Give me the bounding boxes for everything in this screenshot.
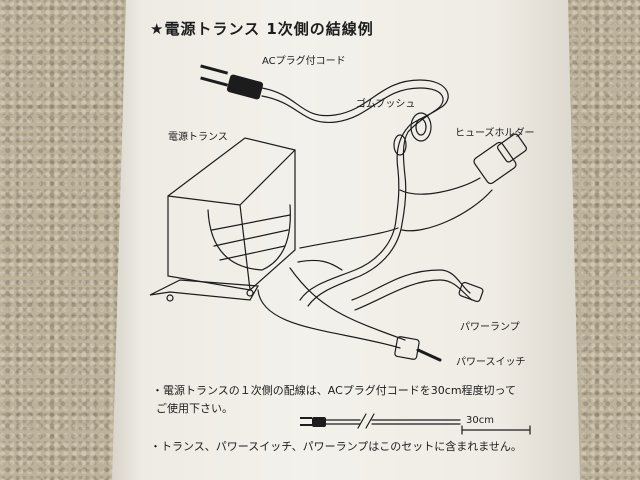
- label-cord-length: 30cm: [466, 415, 494, 426]
- mounting-hole-right: [246, 289, 254, 297]
- transformer-front-edge: [239, 204, 251, 291]
- mounting-hole-left: [166, 294, 174, 302]
- lamp-wire-a: [351, 269, 471, 301]
- length-dimension-line: [461, 425, 531, 435]
- transformer-mounting-foot: [149, 279, 259, 301]
- label-power-switch: パワースイッチ: [456, 357, 526, 368]
- cable-bush-ring: [393, 134, 407, 156]
- ac-plug: [200, 64, 264, 100]
- transformer-outline: [167, 137, 296, 291]
- lamp-wire-b: [354, 279, 473, 311]
- label-power-lamp: パワーランプ: [460, 322, 520, 333]
- page-heading: ★電源トランス 1次側の結線例: [150, 20, 374, 38]
- transformer-lead-a: [299, 227, 399, 249]
- fuse-holder-cap: [497, 133, 527, 163]
- fuse-wire-a: [399, 177, 481, 195]
- carpet-background-left: [0, 0, 140, 480]
- label-transformer: 電源トランス: [168, 132, 228, 143]
- note-cord-instruction-cont: ご使用下さい。: [156, 402, 233, 415]
- ac-cord-wire-a: [261, 79, 449, 301]
- label-rubber-bush: ゴムブッシュ: [356, 99, 416, 110]
- fuse-holder-body: [473, 141, 517, 185]
- note-not-included: ・トランス、パワースイッチ、パワーランプはこのセットに含まれません。: [150, 440, 522, 453]
- label-ac-cord: ACプラグ付コード: [262, 56, 346, 67]
- transformer-top-edge: [167, 149, 296, 206]
- rubber-bush-inner: [415, 118, 427, 136]
- rubber-bush-outer: [410, 112, 432, 142]
- note-cord-instruction: ・電源トランスの１次側の配線は、ACプラグ付コードを30cm程度切って: [152, 384, 517, 397]
- power-lamp-body: [458, 281, 484, 303]
- fuse-wire-b: [401, 189, 493, 232]
- switch-wire-a: [257, 289, 401, 349]
- power-switch-lever: [416, 348, 442, 362]
- switch-wire-b: [289, 267, 406, 341]
- transformer-coil: [207, 204, 291, 271]
- note-cord-cut-mark: [357, 413, 375, 429]
- transformer-windings: [211, 214, 291, 261]
- transformer-lead-b: [297, 259, 343, 271]
- note-plug-icon: [300, 417, 326, 427]
- label-fuse-holder: ヒューズホルダー: [455, 128, 535, 139]
